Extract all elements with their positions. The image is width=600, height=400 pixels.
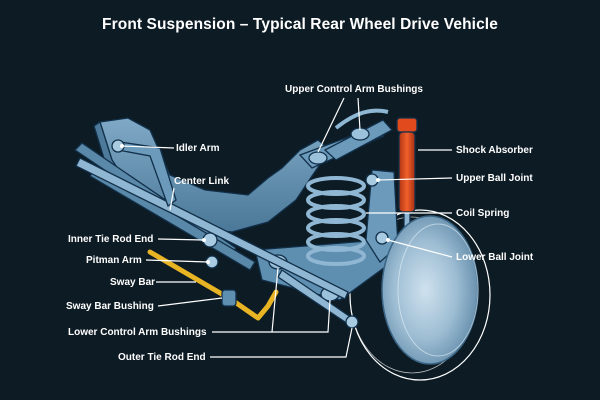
leader-idler-arm bbox=[121, 145, 175, 149]
leader-upper-control-arm-bushings-2 bbox=[357, 97, 361, 131]
label-shock-absorber: Shock Absorber bbox=[456, 145, 533, 156]
leader-lower-ball-joint bbox=[387, 239, 453, 258]
leader-center-link bbox=[169, 187, 175, 211]
label-sway-bar: Sway Bar bbox=[110, 277, 155, 288]
leader-dot-upper-ball-joint bbox=[376, 178, 380, 182]
label-coil-spring: Coil Spring bbox=[456, 208, 509, 219]
label-upper-ball-joint: Upper Ball Joint bbox=[456, 173, 533, 184]
upper-control-arm bbox=[298, 108, 394, 169]
leader-pitman-arm bbox=[145, 259, 209, 263]
label-outer-tie-rod-end: Outer Tie Rod End bbox=[118, 352, 206, 363]
label-sway-bar-bushing: Sway Bar Bushing bbox=[66, 301, 154, 312]
leader-upper-control-arm-bushings bbox=[317, 97, 345, 153]
label-idler-arm: Idler Arm bbox=[176, 143, 220, 154]
leader-upper-ball-joint bbox=[377, 177, 453, 181]
leader-inner-tie-rod-end bbox=[157, 238, 205, 241]
wheel-hub bbox=[381, 215, 479, 365]
leader-sway-bar-bushing bbox=[157, 297, 223, 307]
label-lower-ball-joint: Lower Ball Joint bbox=[456, 252, 534, 263]
label-center-link: Center Link bbox=[174, 176, 229, 187]
leader-lower-control-arm-bushings-2 bbox=[272, 299, 331, 333]
leader-dot-idler-arm bbox=[120, 144, 124, 148]
coil-spring bbox=[306, 176, 366, 266]
leader-dot-inner-tie-rod-end bbox=[202, 238, 206, 242]
label-lower-control-arm-bushings: Lower Control Arm Bushings bbox=[68, 327, 207, 338]
leader-outer-tie-rod-end bbox=[210, 327, 353, 358]
leader-dot-pitman-arm bbox=[206, 260, 210, 264]
label-upper-control-arm-bushings: Upper Control Arm Bushings bbox=[285, 84, 423, 95]
leader-dot-lower-ball-joint bbox=[386, 238, 390, 242]
label-inner-tie-rod-end: Inner Tie Rod End bbox=[68, 234, 153, 245]
diagram-title: Front Suspension – Typical Rear Wheel Dr… bbox=[102, 16, 498, 33]
label-pitman-arm: Pitman Arm bbox=[86, 255, 142, 266]
callouts: Upper Control Arm Bushings Idler Arm Cen… bbox=[66, 84, 534, 363]
